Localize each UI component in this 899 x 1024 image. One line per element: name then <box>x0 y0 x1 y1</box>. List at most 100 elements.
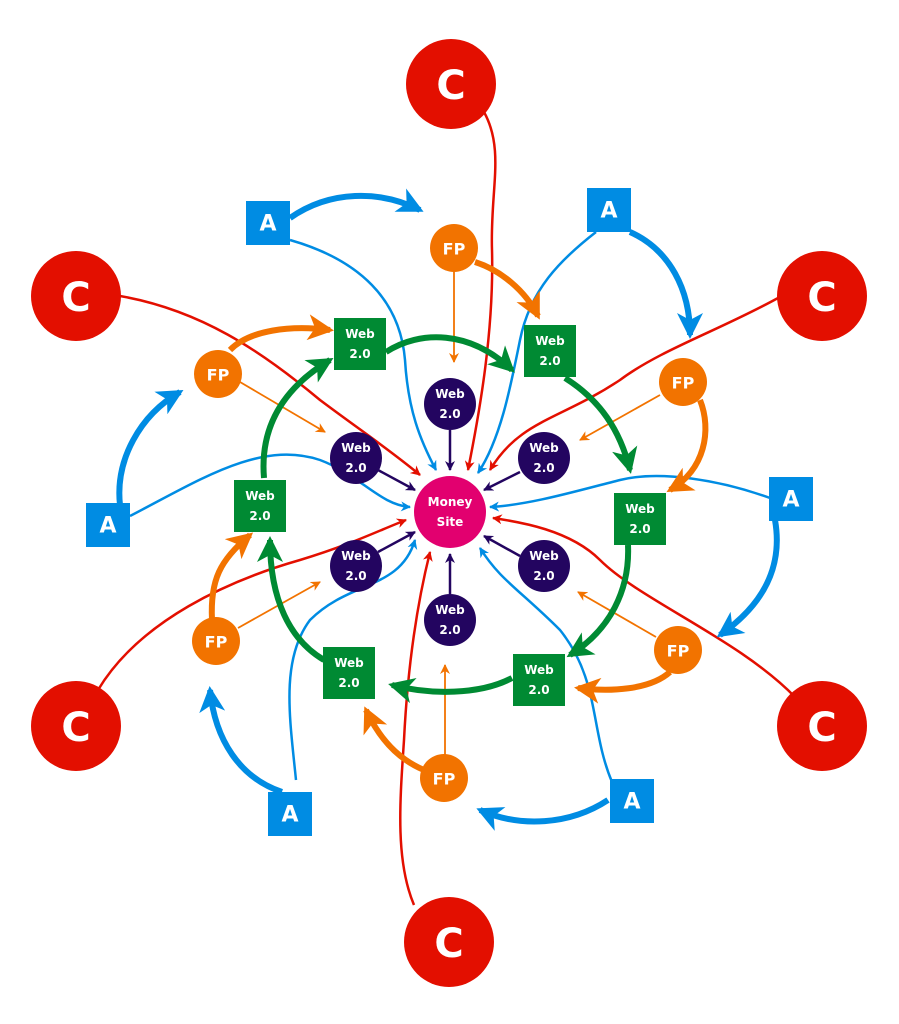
edge-iwbl-money <box>377 530 416 554</box>
edge-fp3-iwtr <box>579 394 661 441</box>
edge-a1-money <box>289 238 438 471</box>
fp-label: FP <box>672 374 695 393</box>
web20-label-line2: 2.0 <box>629 522 650 536</box>
edge-fp4-iwbr <box>577 591 657 638</box>
web20-ring-node-4[interactable]: Web 2.0 <box>513 654 565 706</box>
edge-c1-money <box>464 111 497 471</box>
web20-label-line1: Web <box>535 334 565 348</box>
edge-a5-fp6 <box>199 686 283 795</box>
c-label: C <box>61 705 90 751</box>
fp-node-5[interactable]: FP <box>420 754 468 802</box>
web20-label-line2: 2.0 <box>338 676 359 690</box>
web20-inner-node-top[interactable]: Web 2.0 <box>424 378 476 430</box>
a-node-4[interactable]: A <box>610 779 654 823</box>
fp-node-3[interactable]: FP <box>659 358 707 406</box>
web20-label-line2: 2.0 <box>249 509 270 523</box>
web20-label-line2: 2.0 <box>345 569 366 583</box>
c-node-5[interactable]: C <box>31 681 121 771</box>
web20-label-line2: 2.0 <box>349 347 370 361</box>
money-site-label-line1: Money <box>428 495 473 509</box>
c-label: C <box>807 705 836 751</box>
fp-node-6[interactable]: FP <box>192 617 240 665</box>
a-label: A <box>99 514 116 539</box>
c-label: C <box>807 275 836 321</box>
edge-c5-money <box>96 518 407 691</box>
edge-c6-money <box>119 294 421 476</box>
web20-label-line2: 2.0 <box>533 461 554 475</box>
edge-iwbr-money <box>483 534 521 558</box>
web20-inner-node-bottom[interactable]: Web 2.0 <box>424 594 476 646</box>
edge-a4-fp5 <box>476 797 610 831</box>
edge-a3-fp4 <box>716 519 780 638</box>
edge-c3-money <box>492 514 796 698</box>
a-node-2[interactable]: A <box>587 188 631 232</box>
web20-ring-node-3[interactable]: Web 2.0 <box>614 493 666 545</box>
edge-fp2-rw2 <box>474 259 541 320</box>
web20-label-line1: Web <box>334 656 364 670</box>
web20-label-line1: Web <box>345 327 375 341</box>
fp-node-1[interactable]: FP <box>194 350 242 398</box>
web20-label-line1: Web <box>435 603 465 617</box>
web20-label-line1: Web <box>625 502 655 516</box>
web20-label-line2: 2.0 <box>539 354 560 368</box>
web20-label-line2: 2.0 <box>528 683 549 697</box>
a-label: A <box>782 488 799 513</box>
a-label: A <box>623 790 640 815</box>
web20-label-line2: 2.0 <box>345 461 366 475</box>
edge-a5-money <box>288 539 418 781</box>
edge-fp6-rw6 <box>208 532 254 621</box>
web20-label-line1: Web <box>341 549 371 563</box>
web20-inner-node-bottom-left[interactable]: Web 2.0 <box>330 540 382 592</box>
web20-label-line1: Web <box>529 441 559 455</box>
fp-label: FP <box>667 642 690 661</box>
edge-a4-money <box>478 547 614 783</box>
c-node-6[interactable]: C <box>31 251 121 341</box>
edge-a6-fp1 <box>116 389 184 506</box>
web20-inner-node-bottom-right[interactable]: Web 2.0 <box>518 540 570 592</box>
c-label: C <box>434 921 463 967</box>
edge-a1-fp2 <box>288 188 424 221</box>
a-label: A <box>259 212 276 237</box>
fp-node-4[interactable]: FP <box>654 626 702 674</box>
money-site-node[interactable]: Money Site <box>414 476 486 548</box>
c-node-1[interactable]: C <box>406 39 496 129</box>
edge-a3-money <box>489 474 771 512</box>
web20-inner-node-top-right[interactable]: Web 2.0 <box>518 432 570 484</box>
c-label: C <box>61 275 90 321</box>
web20-ring-node-2[interactable]: Web 2.0 <box>524 325 576 377</box>
web20-ring-node-1[interactable]: Web 2.0 <box>334 318 386 370</box>
c-node-2[interactable]: C <box>777 251 867 341</box>
edge-rw4-rw5 <box>388 675 514 704</box>
web20-inner-node-top-left[interactable]: Web 2.0 <box>330 432 382 484</box>
web20-ring-node-6[interactable]: Web 2.0 <box>234 480 286 532</box>
edge-rw6-rw1 <box>260 357 334 479</box>
a-node-1[interactable]: A <box>246 201 290 245</box>
edge-rw1-rw2 <box>384 334 515 373</box>
a-node-5[interactable]: A <box>268 792 312 836</box>
edge-rw5-rw6 <box>257 536 326 663</box>
c-label: C <box>436 63 465 109</box>
a-label: A <box>600 199 617 224</box>
web20-ring-node-5[interactable]: Web 2.0 <box>323 647 375 699</box>
edge-a2-money <box>476 231 597 474</box>
edge-rw3-rw4 <box>566 544 632 658</box>
a-label: A <box>281 803 298 828</box>
web20-label-line1: Web <box>435 387 465 401</box>
web20-label-line1: Web <box>245 489 275 503</box>
c-node-4[interactable]: C <box>404 897 494 987</box>
edge-c4-money <box>399 551 433 906</box>
c-node-3[interactable]: C <box>777 681 867 771</box>
edge-fp1-rw1 <box>227 314 334 353</box>
edge-iwtl-money <box>377 468 416 492</box>
fp-label: FP <box>443 240 466 259</box>
fp-label: FP <box>207 366 230 385</box>
web20-label-line1: Web <box>529 549 559 563</box>
edge-fp4-rw4 <box>574 669 673 704</box>
a-node-6[interactable]: A <box>86 503 130 547</box>
a-node-3[interactable]: A <box>769 477 813 521</box>
nodes-layer: Money Site Web 2.0 Web 2.0 Web 2.0 Web 2… <box>31 39 867 987</box>
fp-node-2[interactable]: FP <box>430 224 478 272</box>
edge-fp3-rw3 <box>666 398 709 493</box>
edge-a2-fp3 <box>628 229 703 339</box>
